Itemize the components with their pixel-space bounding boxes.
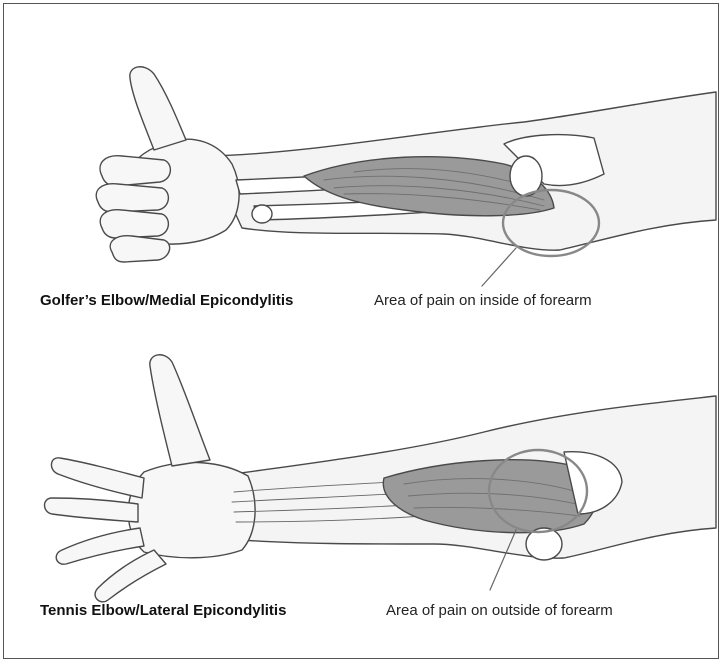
- top-wrist-bone-knob: [252, 205, 272, 223]
- figure-frame: Golfer’s Elbow/Medial Epicondylitis Area…: [3, 3, 719, 659]
- top-hand-thumb: [130, 67, 186, 150]
- bottom-hand-finger-4: [95, 550, 166, 602]
- top-hand-finger-4: [110, 236, 169, 262]
- top-hand-finger-1: [100, 156, 170, 186]
- golfers-elbow-pain-label: Area of pain on inside of forearm: [374, 292, 592, 309]
- top-elbow-condyle: [510, 156, 542, 196]
- bottom-hand-finger-2: [45, 498, 139, 522]
- golfers-elbow-arm-illustration: [96, 67, 716, 286]
- bottom-hand-palm: [128, 462, 255, 557]
- bottom-hand-thumb: [150, 355, 210, 466]
- tennis-elbow-arm-illustration: [45, 355, 717, 602]
- top-pain-leader-line: [482, 248, 516, 286]
- tennis-elbow-pain-label: Area of pain on outside of forearm: [386, 602, 613, 619]
- golfers-elbow-title: Golfer’s Elbow/Medial Epicondylitis: [40, 292, 293, 309]
- top-hand-finger-2: [96, 184, 168, 212]
- forearm-anatomy-illustration: [4, 4, 720, 660]
- bottom-hand-finger-3: [56, 528, 144, 564]
- bottom-hand-finger-1: [51, 458, 144, 498]
- top-hand-finger-3: [100, 210, 168, 238]
- tennis-elbow-title: Tennis Elbow/Lateral Epicondylitis: [40, 602, 286, 619]
